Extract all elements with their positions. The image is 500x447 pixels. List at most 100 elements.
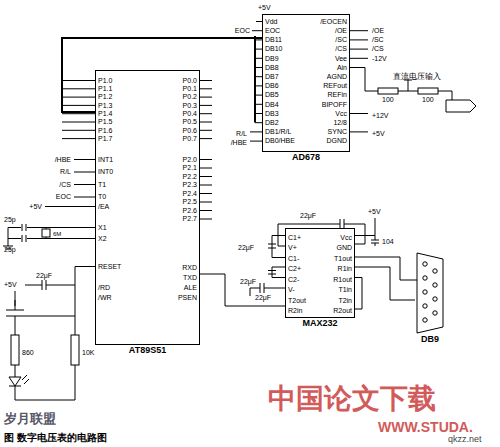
- pin-label: 22μF: [300, 212, 316, 219]
- pin-label: R/L: [236, 130, 247, 137]
- watermark: 中国论文下载: [268, 385, 436, 413]
- pin-label: P2.2: [183, 173, 197, 180]
- figure-caption: 图 数字电压表的电路图: [4, 433, 107, 443]
- pin-label: P1.7: [98, 135, 112, 142]
- pin-label: /OE: [335, 27, 347, 34]
- pin-stub: [74, 159, 95, 160]
- pin-label: C2-: [288, 276, 299, 283]
- pin-label: P0.6: [183, 127, 197, 134]
- pin-label: R1in: [338, 265, 352, 272]
- signal-wire: [355, 257, 417, 280]
- pin-stub: [200, 168, 212, 169]
- pin-label: +5V: [29, 203, 42, 210]
- pin-stub: [62, 122, 95, 123]
- pin-label: +5V: [4, 281, 17, 288]
- pin-label: DGND: [326, 137, 347, 144]
- pin-stub: [200, 97, 212, 98]
- pin-stub: [200, 159, 212, 160]
- chip-name: AT89S51: [76, 346, 219, 355]
- pin-label: P2.6: [183, 207, 197, 214]
- pin-label: DB3: [265, 110, 279, 117]
- pin-label: P2.5: [183, 198, 197, 205]
- pin-label: 25p: [4, 246, 16, 253]
- pin-label: P2.1: [183, 164, 197, 171]
- pin-label: T1out: [334, 255, 352, 262]
- chip-name: DB9: [396, 335, 464, 344]
- pin-label: PSEN: [178, 294, 197, 301]
- pin-label: P0.1: [183, 85, 197, 92]
- pin-label: P0.2: [183, 93, 197, 100]
- pin-stub: [200, 105, 212, 106]
- pin-label: /CS: [59, 181, 71, 188]
- pin-label: T2out: [288, 297, 306, 304]
- pin-label: P1.4: [98, 110, 112, 117]
- pin-label: 25p: [4, 216, 16, 223]
- pin-label: 12/8: [333, 119, 347, 126]
- pin-stub: [255, 58, 262, 59]
- pin-label: P0.7: [183, 135, 197, 142]
- pin-stub: [200, 138, 212, 139]
- pin-label: DB10: [265, 45, 283, 52]
- pin-label: P1.6: [98, 127, 112, 134]
- pin-label: V+: [288, 244, 297, 251]
- watermark: 岁月联盟: [4, 412, 56, 425]
- pin-label: /OE: [372, 27, 384, 34]
- pin-label: P0.4: [183, 110, 197, 117]
- pin-label: Vdd: [265, 18, 277, 25]
- pin-stub: [200, 210, 212, 211]
- pin-label: RESET: [98, 263, 121, 270]
- pin-stub: [255, 104, 262, 105]
- pin-label: P1.2: [98, 93, 112, 100]
- pin-label: T1: [98, 181, 106, 188]
- pin-stub: [62, 105, 95, 106]
- pin-stub: [200, 113, 212, 114]
- signal-wire: [200, 274, 285, 306]
- rs232-driver-chip: MAX232: [285, 228, 355, 318]
- pin-label: EOC: [235, 27, 250, 34]
- pin-stub: [62, 97, 95, 98]
- watermark: WWW.STUDA.: [378, 420, 473, 434]
- pin-label: DB6: [265, 82, 279, 89]
- pin-label: DB0/HBE: [265, 137, 295, 144]
- pin-stub: [200, 202, 212, 203]
- pin-label: R1out: [333, 276, 352, 283]
- pin-stub: [200, 88, 212, 89]
- pin-label: P2.3: [183, 181, 197, 188]
- pin-label: REFin: [328, 91, 347, 98]
- pin-label: AGND: [327, 73, 347, 80]
- pin-stub: [255, 85, 262, 86]
- pin-stub: [255, 113, 262, 114]
- pin-stub: [62, 130, 95, 131]
- pin-stub: [200, 185, 212, 186]
- watermark: qkzz.net: [448, 435, 482, 444]
- pin-label: EOC: [56, 193, 71, 200]
- pin-label: INT0: [98, 168, 113, 175]
- pin-label: Vcc: [335, 110, 347, 117]
- pin-label: P1.5: [98, 118, 112, 125]
- pin-stub: [255, 122, 262, 123]
- pin-label: C1-: [288, 255, 299, 262]
- pin-label: +5V: [258, 4, 271, 11]
- connector-outline: [415, 252, 445, 334]
- pin-stub: [200, 193, 212, 194]
- chip-name: AD678: [243, 153, 369, 162]
- pin-label: DB5: [265, 91, 279, 98]
- pin-label: DB2: [265, 119, 279, 126]
- pin-label: Ain: [337, 64, 347, 71]
- pin-label: /EOCEN: [320, 18, 347, 25]
- pin-stub: [255, 67, 262, 68]
- pin-label: 22μF: [36, 272, 52, 279]
- chip-name: MAX232: [266, 319, 374, 328]
- pin-label: 22μF: [240, 278, 256, 285]
- pin-label: T2in: [338, 297, 352, 304]
- pin-stub: [62, 88, 95, 89]
- pin-stub: [255, 49, 262, 50]
- pin-label: DB8: [265, 64, 279, 71]
- pin-stub: [255, 76, 262, 77]
- pin-stub: [74, 197, 95, 198]
- pin-stub: [200, 80, 212, 81]
- pin-stub: [62, 138, 95, 139]
- pin-stub: [62, 113, 95, 114]
- pin-label: DB7: [265, 73, 279, 80]
